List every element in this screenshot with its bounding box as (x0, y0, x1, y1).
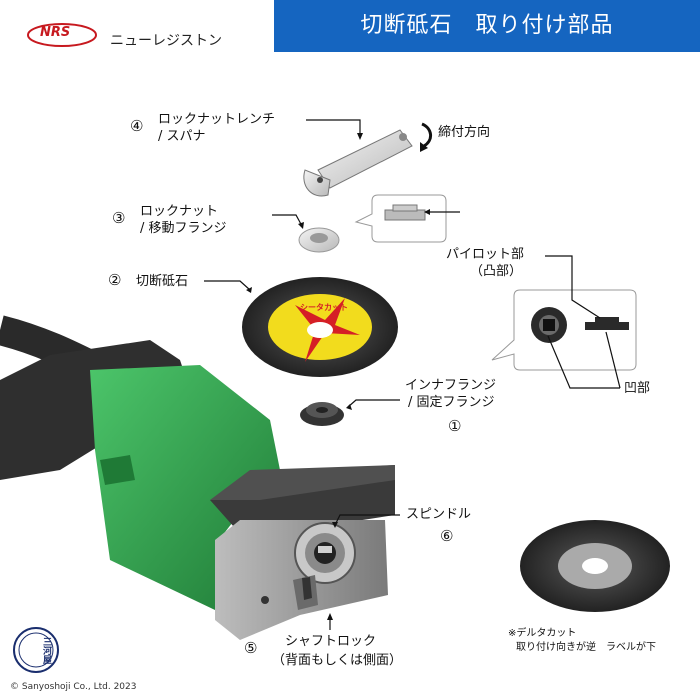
part-2-label: 切断砥石 (136, 274, 189, 289)
part-5-number: ⑤ (244, 639, 258, 657)
part-6-label: スピンドル (406, 507, 472, 522)
pilot-label-line2: （凸部） (470, 264, 523, 279)
part-2-number: ② (108, 271, 122, 289)
seal-text: 三河屋 (41, 636, 51, 664)
recess-label: 凹部 (624, 381, 651, 396)
part-4-number: ④ (130, 117, 144, 135)
inner-flange-callout (491, 289, 637, 371)
part-4-label-line1: ロックナットレンチ (158, 112, 276, 127)
part-3-label-line1: ロックナット (140, 204, 219, 219)
leader-lines (204, 119, 621, 630)
mikawaya-seal (13, 627, 59, 673)
cutting-disc (242, 277, 398, 377)
part-5-label-line2: （背面もしくは側面） (272, 653, 403, 668)
lock-nut-callout (354, 194, 447, 243)
copyright: © Sanyoshoji Co., Ltd. 2023 (10, 682, 137, 692)
disc-brand-label: シータカット (300, 303, 348, 312)
tightening-arrow (421, 122, 432, 148)
lock-nut-wrench (303, 129, 413, 197)
inner-flange (300, 402, 344, 426)
spindle (294, 522, 356, 584)
part-3-label-line2: / 移動フランジ (140, 221, 227, 236)
part-1-number: ① (448, 417, 462, 435)
pilot-label-line1: パイロット部 (446, 247, 525, 262)
part-1-label-line1: インナフランジ (405, 378, 497, 393)
part-5-label-line1: シャフトロック (285, 634, 377, 649)
delta-note-line2: 取り付け向きが逆 ラベルが下 (516, 642, 656, 653)
part-3-number: ③ (112, 209, 126, 227)
grinder-body (0, 340, 395, 640)
part-1-label-line2: / 固定フランジ (408, 395, 495, 410)
delta-note-line1: ※デルタカット (508, 628, 577, 639)
lock-nut (298, 227, 340, 253)
header-bar (274, 0, 700, 52)
delta-cut-disc (520, 520, 670, 612)
delta-cut-note: ※デルタカット 取り付け向きが逆 ラベルが下 (508, 627, 656, 655)
tightening-direction-label: 締付方向 (438, 125, 491, 140)
page-title: 切断砥石 取り付け部品 (360, 13, 614, 38)
nrs-logo (27, 23, 97, 47)
logo-mark: NRS (40, 25, 71, 40)
company-name: ニューレジストン (110, 33, 222, 49)
part-6-number: ⑥ (440, 527, 454, 545)
part-4-label-line2: / スパナ (158, 129, 206, 144)
shaft-lock (293, 575, 318, 610)
